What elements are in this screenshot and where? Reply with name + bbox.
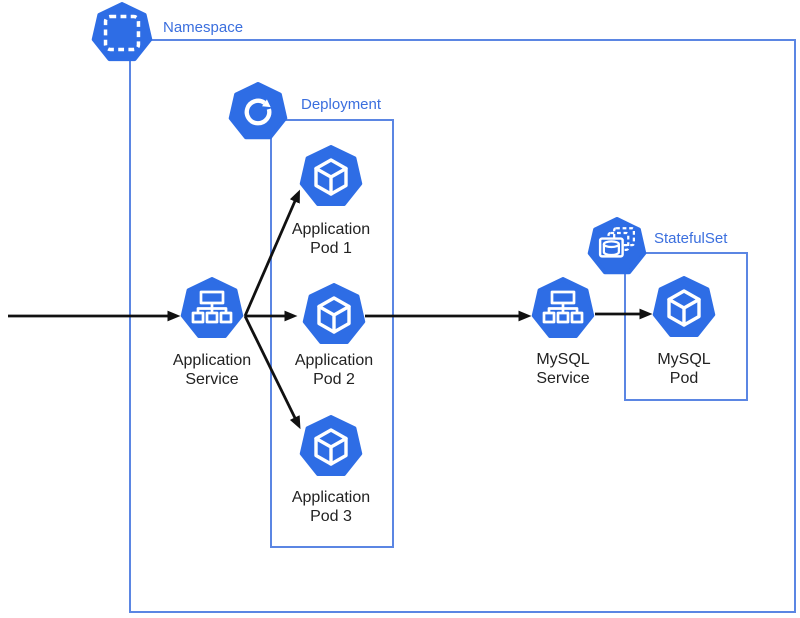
namespace-icon (94, 4, 151, 59)
mysql-pod-label-line1: MySQL (657, 351, 710, 368)
application-pod-1-icon (302, 147, 361, 204)
application-pod-3-icon (302, 417, 361, 474)
deployment-icon (231, 84, 286, 137)
application-service-label-line2: Service (185, 371, 238, 388)
application-pod-1-label-line2: Pod 1 (310, 240, 352, 257)
mysql-service-label-line1: MySQL (536, 351, 589, 368)
statefulset-label: StatefulSet (654, 230, 728, 247)
application-pod-2-label-line1: Application (295, 352, 373, 369)
arrow-app-service-to-pod-1 (243, 189, 300, 317)
arrow-app-service-to-pod-3 (243, 315, 301, 430)
mysql-pod-label-line2: Pod (670, 370, 698, 387)
statefulset-icon (590, 219, 645, 272)
deployment-box (270, 119, 394, 548)
application-pod-2-label-line2: Pod 2 (313, 371, 355, 388)
namespace-box (129, 39, 796, 613)
application-service-icon (183, 279, 242, 336)
deployment-label: Deployment (301, 96, 382, 113)
mysql-service-label-line2: Service (536, 370, 589, 387)
application-service-label-line1: Application (173, 352, 251, 369)
application-pod-3-label-line2: Pod 3 (310, 508, 352, 525)
application-pod-3-label-line1: Application (292, 489, 370, 506)
application-pod-2-icon (305, 285, 364, 342)
application-pod-1-label-line1: Application (292, 221, 370, 238)
mysql-service-icon (534, 279, 593, 336)
namespace-label: Namespace (163, 19, 243, 36)
mysql-pod-icon (655, 278, 714, 335)
statefulset-box (624, 252, 748, 401)
